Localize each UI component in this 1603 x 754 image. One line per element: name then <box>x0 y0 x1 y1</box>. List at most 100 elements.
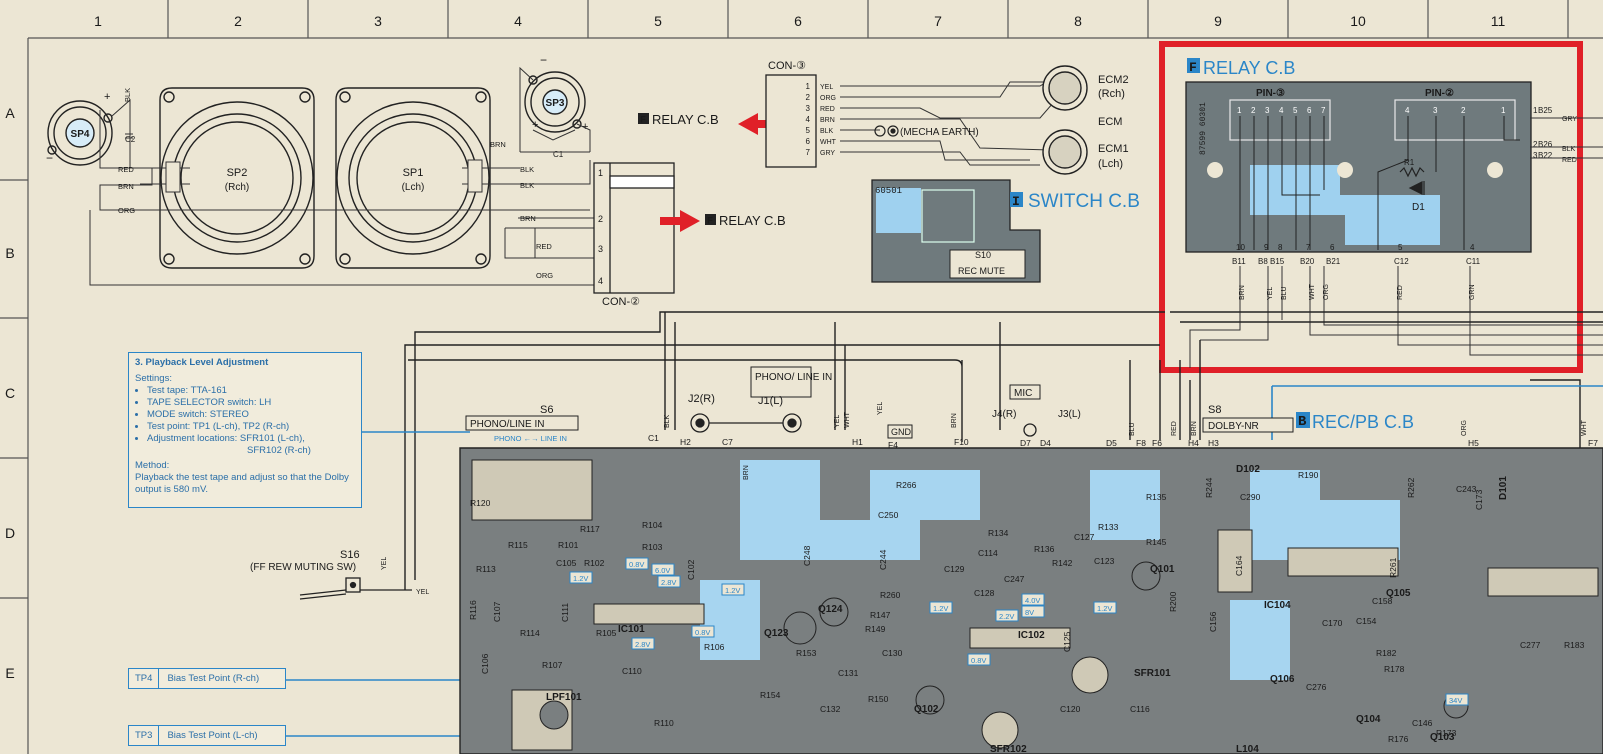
component-label: R104 <box>642 520 663 530</box>
relay-pin3-label: PIN-③ <box>1256 88 1285 99</box>
relay-right-pin: 2 <box>1533 140 1538 149</box>
wire-label: WHT <box>1309 283 1316 300</box>
wire-label: RED <box>820 106 835 113</box>
ecm-label: ECM <box>1098 116 1122 128</box>
relay-traces <box>1239 116 1520 250</box>
bus-wiring <box>404 311 1603 590</box>
column-label: 7 <box>934 13 942 29</box>
s10-label: S10 <box>975 250 991 260</box>
plus-mark: + <box>532 119 538 131</box>
minus-mark: − <box>540 53 547 67</box>
switch-cb-letter: I <box>1012 194 1020 209</box>
component-label: C146 <box>1412 718 1433 728</box>
wire-label: BRN <box>490 140 506 149</box>
mecha-earth-icon <box>874 125 899 137</box>
relay-pin2-num: 3 <box>1433 106 1438 115</box>
component-label: R182 <box>1376 648 1397 658</box>
r1-label: R1 <box>1404 158 1415 167</box>
con3-pin: 3 <box>806 104 811 113</box>
component-label: C128 <box>974 588 995 598</box>
component-label: C277 <box>1520 640 1541 650</box>
tp4-id: TP4 <box>129 669 160 688</box>
column-label: 11 <box>1491 13 1506 29</box>
voltage-value: 0.8V <box>695 628 710 637</box>
relay-bottom-pin: 10 <box>1236 243 1245 252</box>
con-point: H1 <box>852 437 863 447</box>
relay-cb-board <box>1185 81 1532 253</box>
component-label: C110 <box>622 666 642 676</box>
component-label: R149 <box>865 624 886 634</box>
con3-pin: 7 <box>806 148 811 157</box>
component-label: R176 <box>1388 734 1409 744</box>
relay-pin2-num: 1 <box>1501 106 1506 115</box>
wire-label: BLK <box>520 165 534 174</box>
s16-desc: (FF REW MUTING SW) <box>250 562 356 573</box>
wire-label: BLK <box>520 181 534 190</box>
relay-bottom-pin: 4 <box>1470 243 1475 252</box>
relay-pin2-num: 4 <box>1405 106 1410 115</box>
s6-box-label: PHONO/LINE IN <box>470 419 544 430</box>
voltage-tags <box>569 557 1469 706</box>
column-label: 9 <box>1214 13 1222 29</box>
wire-label: ORG <box>820 95 836 102</box>
s6-box <box>465 415 579 431</box>
column-label: 5 <box>654 13 662 29</box>
component-label: R150 <box>868 694 889 704</box>
wire-label: BRN <box>118 182 134 191</box>
component-label: R262 <box>1406 477 1416 498</box>
con-point: H2 <box>680 437 691 447</box>
red-arrow-icon <box>738 113 778 135</box>
relay-bottom-pin: 8 <box>1278 243 1283 252</box>
component-label: C107 <box>492 601 502 622</box>
ecm2-mic-icon <box>1042 65 1088 111</box>
ecm1-channel: (Lch) <box>1098 158 1123 170</box>
component-label: R105 <box>596 628 617 638</box>
voltage-value: 2.2V <box>999 612 1014 621</box>
component-label: R134 <box>988 528 1009 538</box>
component-label: R142 <box>1052 558 1073 568</box>
con-point: F8 <box>1136 438 1146 448</box>
con-point: H3 <box>1208 438 1219 448</box>
relay-pin2-num: 2 <box>1461 106 1466 115</box>
minus-mark: − <box>46 151 53 165</box>
wire-label: WHT <box>844 411 851 428</box>
component-label: R261 <box>1388 557 1398 578</box>
con-point: H5 <box>1468 438 1479 448</box>
row-label: B <box>5 245 14 261</box>
sp1-channel: (Lch) <box>402 182 425 193</box>
relay-bottom-ref: C11 <box>1466 257 1481 266</box>
component-label: C129 <box>944 564 965 574</box>
wire-label: RED <box>1397 285 1404 300</box>
j3-label: J3(L) <box>1058 409 1081 420</box>
con2-pin: 1 <box>598 168 603 178</box>
ic-label: IC101 <box>618 624 645 635</box>
playback-note: 3. Playback Level Adjustment Settings: T… <box>128 352 362 508</box>
component-label: C173 <box>1474 489 1484 510</box>
wire-label: BLK <box>123 88 132 102</box>
s8-box-label: DOLBY-NR <box>1208 421 1259 432</box>
d1-label: D1 <box>1412 202 1425 213</box>
switch-cb-code: 60501 <box>875 186 902 196</box>
relay-pin3-nums: 1 2 3 4 5 6 7 <box>1237 106 1326 115</box>
ic-label: LPF101 <box>546 692 582 703</box>
j4-label: J4(R) <box>992 409 1016 420</box>
component-label: C125 <box>1062 631 1072 652</box>
column-label: 2 <box>234 13 242 29</box>
con-point: C1 <box>648 433 659 443</box>
con3-pins: 1 2 3 4 5 6 7 <box>806 82 811 157</box>
relay-pin2-nums: 4 3 2 1 <box>1405 106 1506 115</box>
sp4-label: SP4 <box>71 129 90 140</box>
component-label: R266 <box>896 480 917 490</box>
wire-label: ORG <box>536 271 553 280</box>
relay-right-wire-labels: GRY BLK RED <box>1562 116 1577 164</box>
component-label: C170 <box>1322 618 1343 628</box>
component-label: C130 <box>882 648 903 658</box>
relay-pin3-num: 5 <box>1293 106 1298 115</box>
component-label: R133 <box>1098 522 1119 532</box>
relay-cb-highlight <box>1159 41 1583 373</box>
con-point: D7 <box>1020 438 1031 448</box>
component-label: C105 <box>556 558 577 568</box>
sp2-channel: (Rch) <box>225 182 249 193</box>
row-label: E <box>5 665 14 681</box>
wire-label: RED <box>1171 421 1178 436</box>
